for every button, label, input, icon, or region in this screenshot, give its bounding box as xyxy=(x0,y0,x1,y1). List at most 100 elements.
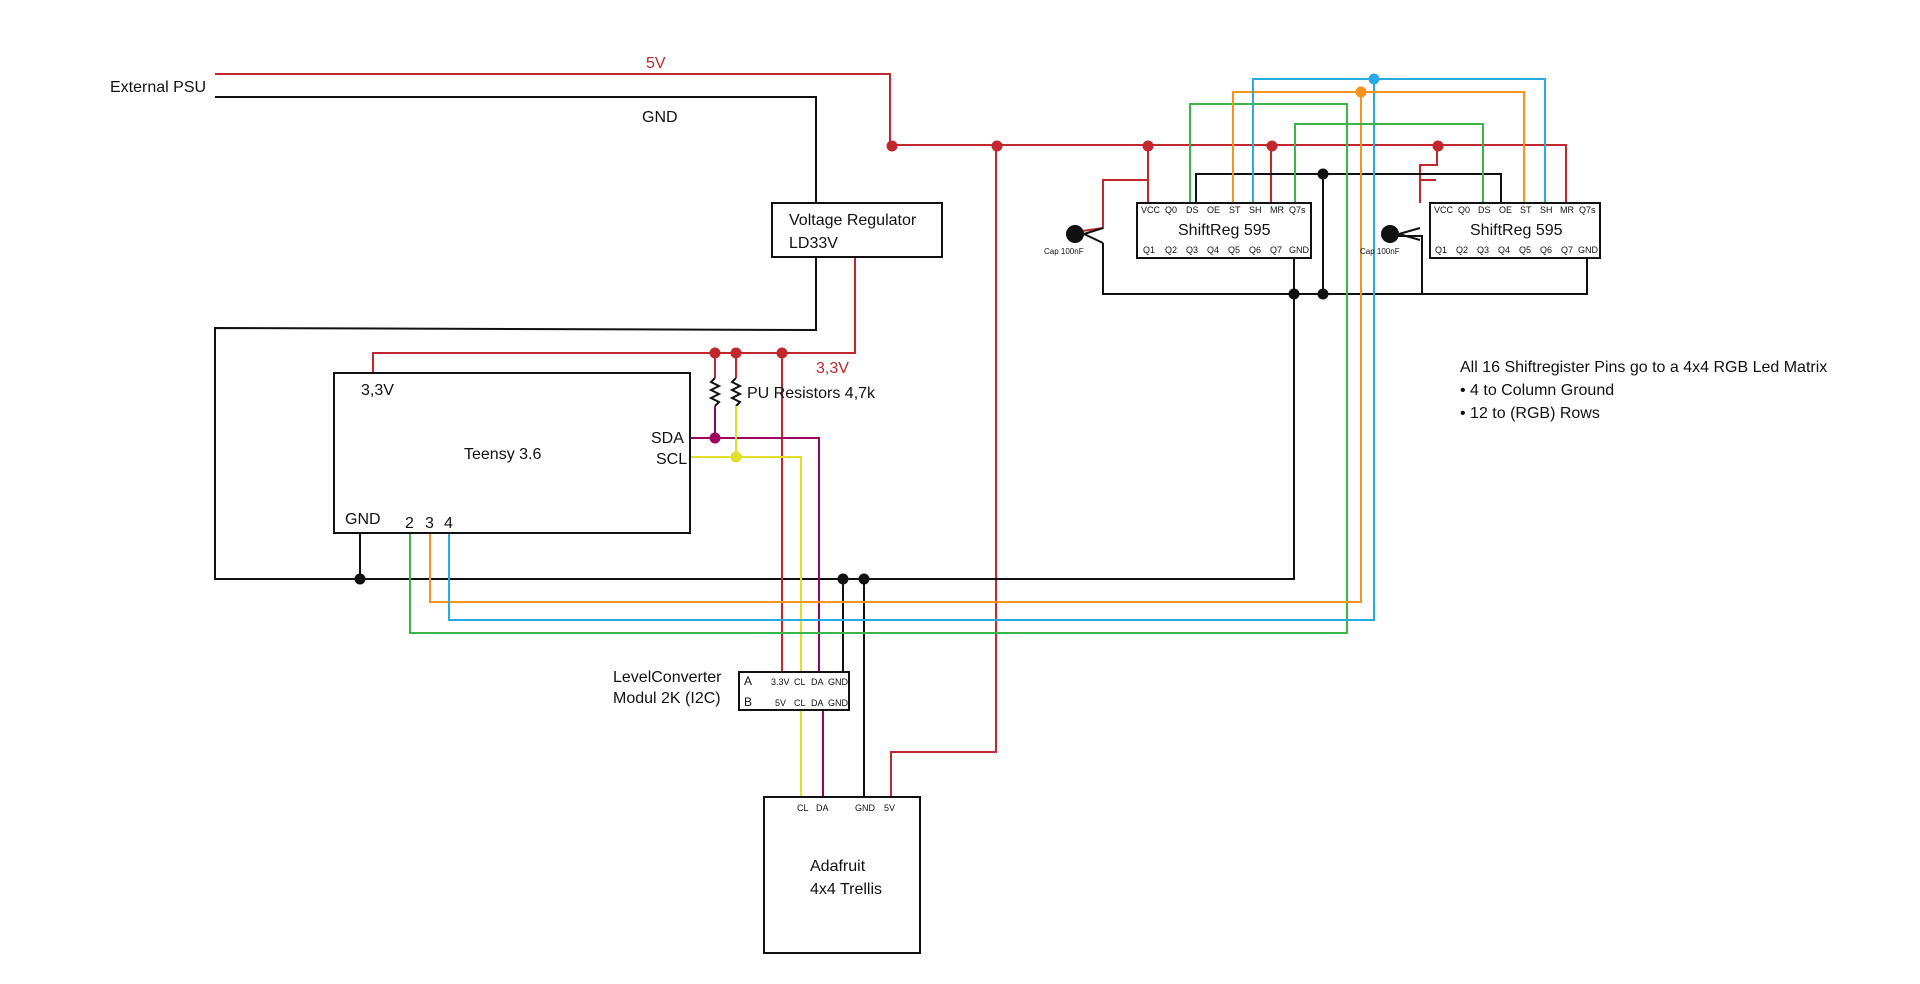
junction-dot xyxy=(709,347,721,359)
shiftreg-pin-sh: SH xyxy=(1540,205,1553,215)
teensy-board: Teensy 3.6 3,3V SDA SCL GND 2 3 4 xyxy=(333,372,691,534)
pu-resistor-scl xyxy=(729,377,743,407)
teensy-3v3-pin: 3,3V xyxy=(361,382,394,399)
junction-dot xyxy=(1317,288,1329,300)
junction-dot xyxy=(837,573,849,585)
junction-dot xyxy=(991,140,1003,152)
shiftreg-pin-sh: SH xyxy=(1249,205,1262,215)
voltage-regulator: Voltage Regulator LD33V xyxy=(771,202,943,258)
wire-pin2-green xyxy=(409,103,1348,634)
junction-dot xyxy=(858,573,870,585)
shiftreg-pin-q5: Q5 xyxy=(1228,245,1240,255)
shiftreg-pin-ds: DS xyxy=(1478,205,1491,215)
shiftreg-pin-q7: Q7 xyxy=(1561,245,1573,255)
wire-gnd-sr-bus xyxy=(1102,243,1588,295)
levelconv-pin-b-cl: CL xyxy=(794,698,806,708)
teensy-pin-3: 3 xyxy=(425,515,434,532)
levelconv-pin-a-cl: CL xyxy=(794,677,806,687)
junction-dot xyxy=(1288,288,1300,300)
wire-gnd-main xyxy=(214,257,1295,580)
junction-dot xyxy=(730,451,742,463)
adafruit-trellis: CL DA GND 5V Adafruit 4x4 Trellis xyxy=(763,796,921,954)
5v-label: 5V xyxy=(646,55,666,72)
note-line: • 4 to Column Ground xyxy=(1460,382,1614,399)
junction-dot xyxy=(709,432,721,444)
shiftreg-pin-q4: Q4 xyxy=(1207,245,1219,255)
levelconv-pin-b-da: DA xyxy=(811,698,824,708)
junction-dot xyxy=(886,140,898,152)
shift-register-1: ShiftReg 595 VCC Q0 DS OE ST SH MR Q7s Q… xyxy=(1136,202,1312,259)
wire-green-sr2 xyxy=(1294,123,1484,203)
shiftreg-pin-q5: Q5 xyxy=(1519,245,1531,255)
junction-dot xyxy=(730,347,742,359)
trellis-pin-5v: 5V xyxy=(884,803,895,813)
teensy-sda-pin: SDA xyxy=(651,430,684,447)
notes: All 16 Shiftregister Pins go to a 4x4 RG… xyxy=(1460,359,1827,422)
shiftreg-title: ShiftReg 595 xyxy=(1178,222,1271,239)
shiftreg-pin-mr: MR xyxy=(1270,205,1284,215)
junction-dot xyxy=(1432,140,1444,152)
wire-3v3-reg xyxy=(372,257,856,373)
regulator-model: LD33V xyxy=(789,235,838,252)
levelconv-pin-a-3v3: 3.3V xyxy=(771,677,790,687)
wire-sda xyxy=(690,437,823,685)
shiftreg-pin-q1: Q1 xyxy=(1143,245,1155,255)
shiftreg-pin-q3: Q3 xyxy=(1186,245,1198,255)
trellis-pin-gnd: GND xyxy=(855,803,876,813)
shiftreg-pin-q7: Q7 xyxy=(1270,245,1282,255)
shiftreg-pin-q2: Q2 xyxy=(1165,245,1177,255)
junction-dot xyxy=(1355,86,1367,98)
wire-orange-sr2 xyxy=(1361,91,1525,203)
pu-resistor-sda xyxy=(708,377,722,407)
wire-5v-cap2 xyxy=(1419,179,1436,203)
external-psu-label: External PSU xyxy=(110,79,206,96)
levelconv-pin-a-gnd: GND xyxy=(828,677,849,687)
shiftreg-pin-st: ST xyxy=(1229,205,1241,215)
wire-pin4-blue xyxy=(448,78,1375,621)
junction-dot xyxy=(1317,168,1329,180)
3v3-label: 3,3V xyxy=(816,360,849,377)
shiftreg-pin-q0: Q0 xyxy=(1458,205,1470,215)
wire-5v-trellis xyxy=(890,145,997,797)
shiftreg-pin-q4: Q4 xyxy=(1498,245,1510,255)
shift-register-2: ShiftReg 595 VCC Q0 DS OE ST SH MR Q7s Q… xyxy=(1429,202,1601,259)
junction-dot xyxy=(1142,140,1154,152)
shiftreg-pin-vcc: VCC xyxy=(1141,205,1161,215)
shiftreg-pin-oe: OE xyxy=(1207,205,1220,215)
shiftreg-pin-q3: Q3 xyxy=(1477,245,1489,255)
shiftreg-pin-st: ST xyxy=(1520,205,1532,215)
wire-scl xyxy=(690,456,802,672)
levelconv-pin-a-da: DA xyxy=(811,677,824,687)
regulator-title: Voltage Regulator xyxy=(789,212,917,229)
shiftreg-pin-gnd: GND xyxy=(1289,245,1310,255)
note-line: All 16 Shiftregister Pins go to a 4x4 RG… xyxy=(1460,359,1827,376)
trellis-subtitle: 4x4 Trellis xyxy=(810,881,882,898)
shiftreg-pin-q6: Q6 xyxy=(1540,245,1552,255)
teensy-pin-4: 4 xyxy=(444,515,453,532)
junction-dot xyxy=(354,573,366,585)
levelconv-row-b: B xyxy=(744,695,752,709)
capacitor-label: Cap 100nF xyxy=(1044,247,1084,256)
gnd-label: GND xyxy=(642,109,678,126)
wire-gnd-psu xyxy=(215,96,817,203)
shiftreg-pin-ds: DS xyxy=(1186,205,1199,215)
wire-gnd-cap2 xyxy=(1398,235,1423,294)
capacitor-symbol xyxy=(1381,225,1399,243)
wire-pin3-orange xyxy=(429,91,1362,603)
teensy-title: Teensy 3.6 xyxy=(464,446,541,463)
trellis-title: Adafruit xyxy=(810,858,866,875)
capacitor-label: Cap 100nF xyxy=(1360,247,1400,256)
shiftreg-pin-oe: OE xyxy=(1499,205,1512,215)
shiftreg-pin-gnd: GND xyxy=(1578,245,1599,255)
wire-5v-cap1 xyxy=(1074,179,1148,233)
wire-gnd-sr-top xyxy=(1195,173,1502,203)
shiftreg-pin-q6: Q6 xyxy=(1249,245,1261,255)
teensy-scl-pin: SCL xyxy=(656,451,687,468)
note-line: • 12 to (RGB) Rows xyxy=(1460,405,1600,422)
capacitor-2: Cap 100nF xyxy=(1360,225,1421,256)
pu-resistors-label: PU Resistors 4,7k xyxy=(747,385,876,402)
trellis-pin-cl: CL xyxy=(797,803,809,813)
shiftreg-pin-vcc: VCC xyxy=(1434,205,1454,215)
shiftreg-title: ShiftReg 595 xyxy=(1470,222,1563,239)
levelconv-pin-b-5v: 5V xyxy=(775,698,786,708)
